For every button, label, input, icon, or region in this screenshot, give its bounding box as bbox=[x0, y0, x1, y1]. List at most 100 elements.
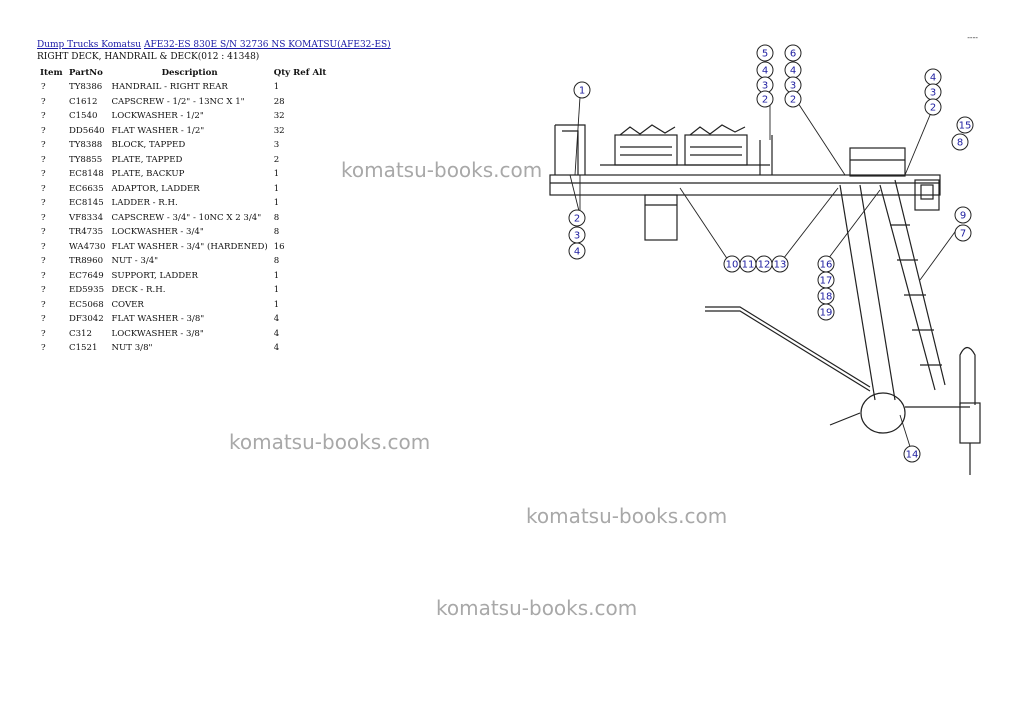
callout-number: 4 bbox=[574, 247, 580, 258]
callout-number: 2 bbox=[790, 95, 796, 106]
table-cell-qty: 4 bbox=[273, 314, 280, 325]
callout-number: 6 bbox=[790, 49, 796, 60]
callout-circle bbox=[568, 242, 586, 260]
table-cell-desc: CAPSCREW - 3/4" - 10NC X 2 3/4" bbox=[111, 212, 262, 223]
callout-number: 15 bbox=[959, 121, 972, 132]
table-cell-desc: DECK - R.H. bbox=[111, 285, 166, 296]
callout-number: 8 bbox=[957, 138, 963, 149]
breadcrumb-link-model[interactable]: AFE32-ES 830E S/N 32736 NS KOMATSU(AFE32… bbox=[143, 40, 391, 50]
table-cell-desc: FLAT WASHER - 3/4" (HARDENED) bbox=[111, 241, 268, 252]
table-cell-qty: 28 bbox=[273, 96, 285, 107]
header-partno: PartNo bbox=[69, 68, 103, 78]
table-cell-item: ? bbox=[41, 241, 46, 252]
table-cell-qty: 4 bbox=[273, 328, 280, 339]
table-cell-desc: NUT 3/8" bbox=[111, 343, 153, 354]
callout-number: 2 bbox=[574, 214, 580, 225]
callout-circle bbox=[903, 445, 921, 463]
header-item: Item bbox=[40, 68, 63, 78]
table-cell-qty: 1 bbox=[273, 183, 280, 194]
table-cell-item: ? bbox=[41, 285, 46, 296]
table-cell-partno: EC8148 bbox=[69, 169, 104, 180]
table-cell-desc: FLAT WASHER - 1/2" bbox=[111, 125, 205, 136]
callout-number: 13 bbox=[774, 260, 787, 271]
breadcrumb-link-dump-trucks[interactable]: Dump Trucks Komatsu bbox=[37, 40, 142, 50]
callout-circle bbox=[954, 206, 972, 224]
table-cell-desc: FLAT WASHER - 3/8" bbox=[111, 314, 205, 325]
callout-circle bbox=[573, 81, 591, 99]
watermark: komatsu-books.com bbox=[436, 596, 638, 620]
table-cell-partno: WA4730 bbox=[69, 241, 106, 252]
table-cell-qty: 8 bbox=[273, 212, 280, 223]
callout-number: 12 bbox=[758, 260, 771, 271]
table-cell-partno: TY8388 bbox=[69, 140, 103, 151]
callout-number: 17 bbox=[820, 276, 833, 287]
callout-number: 2 bbox=[930, 103, 936, 114]
table-cell-qty: 32 bbox=[273, 111, 285, 122]
table-cell-partno: TR4735 bbox=[69, 227, 104, 238]
callout-circle bbox=[784, 44, 802, 62]
callout-circle bbox=[756, 90, 774, 108]
callout-number: 3 bbox=[930, 88, 936, 99]
table-cell-item: ? bbox=[41, 82, 46, 93]
callout-number: 3 bbox=[574, 231, 580, 242]
callout-circle bbox=[756, 44, 774, 62]
table-cell-item: ? bbox=[41, 227, 46, 238]
callout-number: 7 bbox=[960, 229, 966, 240]
table-cell-item: ? bbox=[41, 183, 46, 194]
table-cell-partno: C312 bbox=[69, 328, 92, 339]
parts-table: Item PartNo Description Qty Ref Alt ?TY8… bbox=[37, 66, 329, 356]
table-cell-partno: C1612 bbox=[69, 96, 98, 107]
callout-number: 16 bbox=[820, 260, 833, 271]
table-cell-partno: EC8145 bbox=[69, 198, 104, 209]
table-cell-qty: 2 bbox=[273, 154, 280, 165]
table-cell-desc: HANDRAIL - RIGHT REAR bbox=[111, 82, 228, 93]
table-cell-item: ? bbox=[41, 343, 46, 354]
table-cell-desc: PLATE, BACKUP bbox=[111, 169, 185, 180]
header-description: Description bbox=[161, 68, 218, 78]
callout-circle bbox=[817, 303, 835, 321]
table-cell-partno: EC5068 bbox=[69, 299, 104, 310]
table-cell-desc: NUT - 3/4" bbox=[111, 256, 159, 267]
table-cell-qty: 4 bbox=[273, 343, 280, 354]
table-cell-partno: DF3042 bbox=[69, 314, 104, 325]
table-cell-partno: EC6635 bbox=[69, 183, 104, 194]
table-cell-partno: ED5935 bbox=[69, 285, 105, 296]
callout-circle bbox=[956, 116, 974, 134]
table-cell-desc: PLATE, TAPPED bbox=[111, 154, 183, 165]
callout-number: 4 bbox=[790, 66, 796, 77]
table-cell-qty: 1 bbox=[273, 198, 280, 209]
table-cell-item: ? bbox=[41, 111, 46, 122]
table-cell-partno: VF8334 bbox=[69, 212, 104, 223]
table-cell-item: ? bbox=[41, 125, 46, 136]
page-title: RIGHT DECK, HANDRAIL & DECK(012 : 41348) bbox=[37, 52, 260, 62]
callout-number: 4 bbox=[930, 73, 936, 84]
table-cell-qty: 1 bbox=[273, 299, 280, 310]
parts-table-header: Item PartNo Description Qty Ref Alt bbox=[37, 66, 329, 80]
table-cell-item: ? bbox=[41, 270, 46, 281]
table-cell-item: ? bbox=[41, 198, 46, 209]
table-cell-item: ? bbox=[41, 299, 46, 310]
callout-number: 18 bbox=[820, 292, 833, 303]
callout-number: 10 bbox=[726, 260, 739, 271]
table-cell-qty: 1 bbox=[273, 270, 280, 281]
watermark: komatsu-books.com bbox=[526, 504, 728, 528]
callout-circle bbox=[771, 255, 789, 273]
table-cell-qty: 8 bbox=[273, 227, 280, 238]
table-cell-partno: TY8855 bbox=[69, 154, 103, 165]
callout-circle bbox=[951, 133, 969, 151]
callout-number: 5 bbox=[762, 49, 768, 60]
